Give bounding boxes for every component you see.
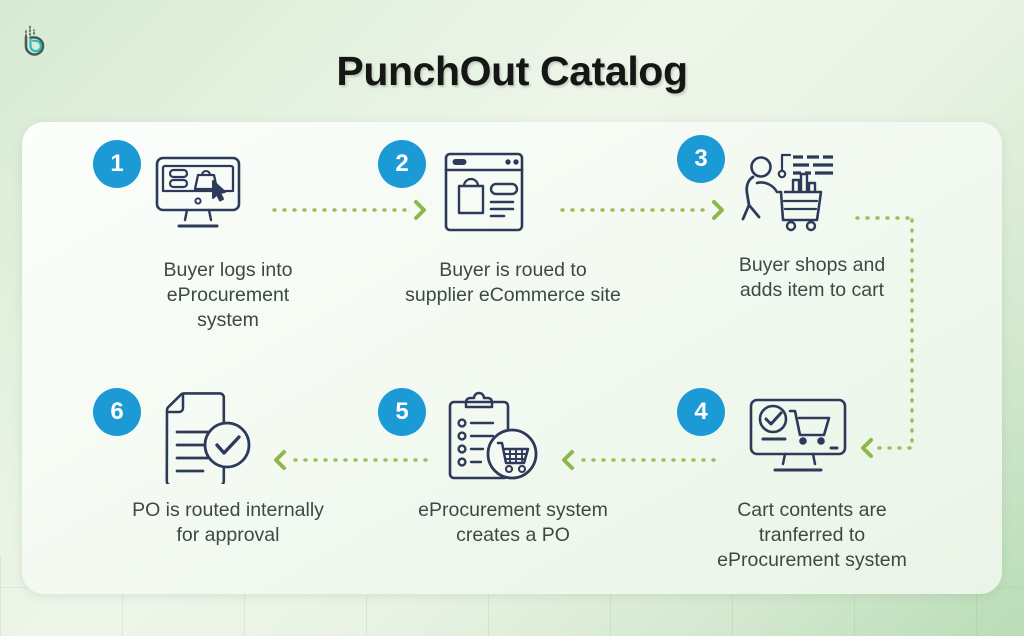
- step-4-caption: Cart contents are tranferred to eProcure…: [717, 499, 907, 571]
- step-3-caption: Buyer shops and adds item to cart: [738, 254, 886, 301]
- step-2-caption: Buyer is roued to supplier eCommerce sit…: [405, 259, 621, 306]
- connector-step2-to-step3: [560, 198, 730, 222]
- person-pushing-shopping-cart-icon: [735, 137, 853, 233]
- step-6-caption: PO is routed internally for approval: [132, 499, 324, 546]
- step-6-number-badge: 6: [93, 388, 141, 436]
- step-2-number-badge: 2: [378, 140, 426, 188]
- step-3-number-badge: 3: [677, 135, 725, 183]
- connector-step5-to-step6: [268, 448, 428, 472]
- step-4-number-badge: 4: [677, 388, 725, 436]
- browser-window-shopping-bag-icon: [428, 148, 538, 236]
- step-1-caption: Buyer logs into eProcurement system: [163, 259, 293, 331]
- monitor-cart-checkmark-icon: [739, 392, 857, 480]
- brand-logo-b-icon: [17, 19, 53, 59]
- step-1-number-badge: 1: [93, 140, 141, 188]
- connector-step4-to-step5: [556, 448, 716, 472]
- step-5-caption: eProcurement system creates a PO: [418, 499, 608, 546]
- document-checkmark-icon: [151, 388, 259, 484]
- page-title: PunchOut Catalog: [336, 48, 688, 94]
- diagram-card: [22, 122, 1002, 594]
- connector-step3-to-step4: [855, 196, 925, 468]
- monitor-shopping-bag-cursor-icon: [143, 148, 253, 236]
- clipboard-checklist-cart-icon: [436, 388, 548, 484]
- connector-step1-to-step2: [272, 198, 432, 222]
- step-5-number-badge: 5: [378, 388, 426, 436]
